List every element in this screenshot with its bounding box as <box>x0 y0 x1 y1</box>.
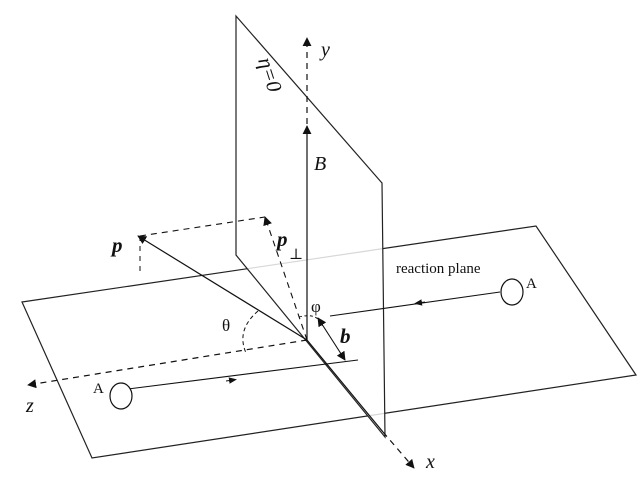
theta-label: θ <box>222 316 230 335</box>
y-axis-label: y <box>319 39 330 61</box>
z-axis <box>27 339 308 389</box>
p-perp-label: p <box>275 227 288 251</box>
p-label: p <box>110 233 123 257</box>
reaction-plane-label: reaction plane <box>396 261 481 277</box>
phi-label: φ <box>311 297 321 316</box>
right-beam-arrow <box>414 299 426 306</box>
right-nucleus-label: A <box>526 276 537 292</box>
b-vector <box>317 317 346 361</box>
left-nucleus-label: A <box>93 381 104 397</box>
beam-line <box>119 359 359 391</box>
left-nucleus <box>109 382 133 410</box>
impact-parameter-label: b <box>340 324 351 348</box>
x-axis-label: x <box>425 451 435 473</box>
eta-zero-plane <box>235 14 386 439</box>
x-axis-dashed <box>382 431 415 469</box>
left-beam-arrow <box>225 377 237 384</box>
phi-arc <box>298 315 323 327</box>
p-perp-subscript: ⊥ <box>289 247 303 263</box>
right-nucleus <box>500 278 524 306</box>
z-axis-label: z <box>25 395 34 417</box>
theta-arc <box>242 310 259 354</box>
p-vector <box>137 235 308 341</box>
b-field-label: B <box>314 153 326 175</box>
